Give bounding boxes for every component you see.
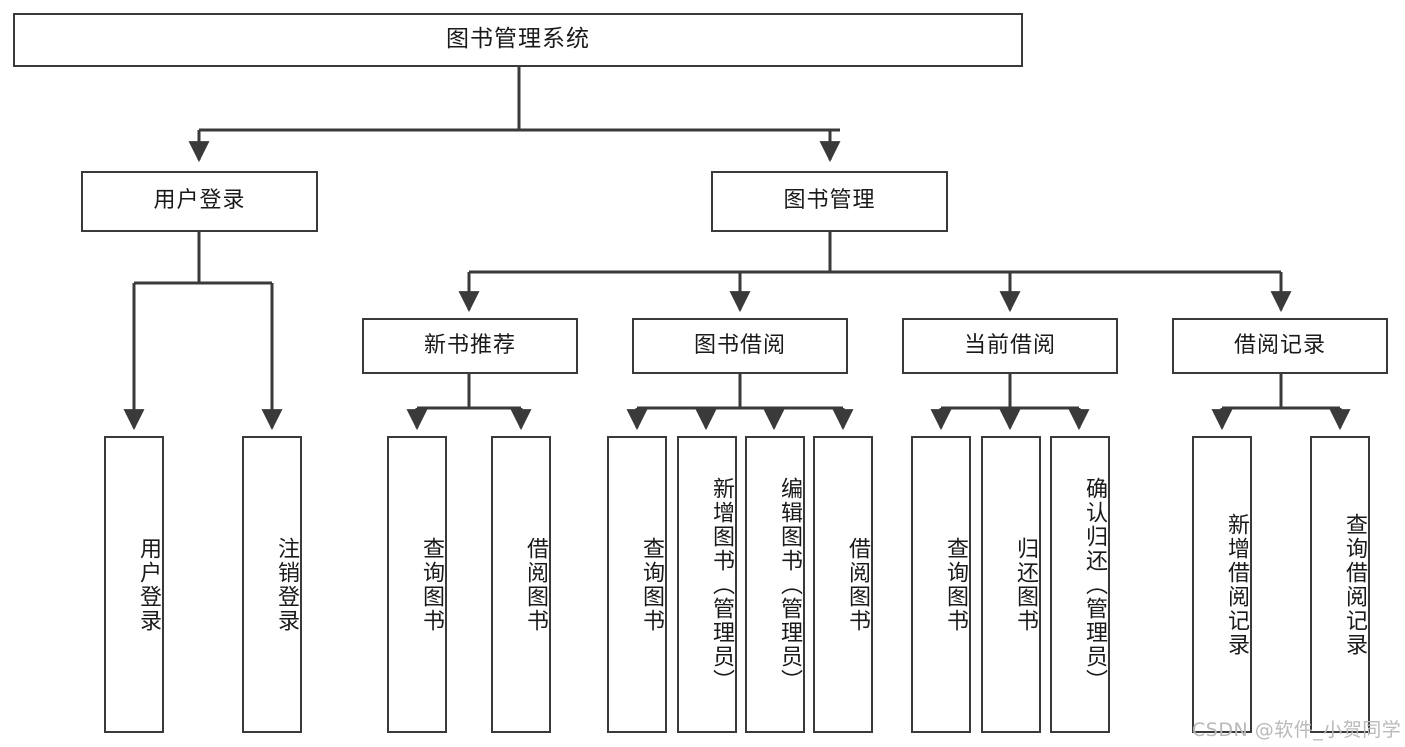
node-leaf-add-book[interactable]: 新增图书（管理员）	[677, 436, 737, 733]
node-leaf-query-record-label: 查询借阅记录	[1342, 512, 1367, 657]
node-leaf-borrow-book-1-label: 借阅图书	[523, 536, 548, 633]
node-leaf-confirm-return-label: 确认归还（管理员）	[1082, 476, 1107, 693]
node-leaf-query-book-3-label: 查询图书	[943, 536, 968, 633]
node-current-borrow-label: 当前借阅	[963, 332, 1056, 358]
node-leaf-return-book[interactable]: 归还图书	[981, 436, 1041, 733]
node-leaf-borrow-book-2[interactable]: 借阅图书	[813, 436, 873, 733]
node-book-manage[interactable]: 图书管理	[711, 171, 948, 232]
node-leaf-borrow-book-2-label: 借阅图书	[845, 536, 870, 633]
node-leaf-query-book-2[interactable]: 查询图书	[607, 436, 667, 733]
node-new-book-rec[interactable]: 新书推荐	[362, 318, 578, 374]
node-book-manage-label: 图书管理	[783, 188, 876, 214]
node-borrow-record[interactable]: 借阅记录	[1172, 318, 1388, 374]
node-leaf-user-login-label: 用户登录	[136, 536, 161, 633]
node-book-borrow-label: 图书借阅	[693, 332, 786, 358]
node-book-borrow[interactable]: 图书借阅	[632, 318, 848, 374]
node-leaf-edit-book-label: 编辑图书（管理员）	[777, 476, 802, 693]
node-leaf-borrow-book-1[interactable]: 借阅图书	[491, 436, 551, 733]
node-new-book-rec-label: 新书推荐	[423, 332, 516, 358]
node-leaf-add-record-label: 新增借阅记录	[1224, 512, 1249, 657]
node-leaf-query-book-1[interactable]: 查询图书	[387, 436, 447, 733]
node-root-label: 图书管理系统	[446, 26, 590, 53]
node-leaf-return-book-label: 归还图书	[1013, 536, 1038, 633]
csdn-watermark: CSDN @软件_小贺同学	[1192, 719, 1402, 741]
node-leaf-add-book-label: 新增图书（管理员）	[709, 476, 734, 693]
node-user-login-label: 用户登录	[153, 188, 246, 214]
node-leaf-edit-book[interactable]: 编辑图书（管理员）	[745, 436, 805, 733]
node-leaf-query-book-3[interactable]: 查询图书	[911, 436, 971, 733]
node-current-borrow[interactable]: 当前借阅	[902, 318, 1118, 374]
node-leaf-query-record[interactable]: 查询借阅记录	[1310, 436, 1370, 733]
node-user-login[interactable]: 用户登录	[81, 171, 318, 232]
node-leaf-user-login[interactable]: 用户登录	[104, 436, 164, 733]
node-leaf-query-book-2-label: 查询图书	[639, 536, 664, 633]
node-root[interactable]: 图书管理系统	[13, 13, 1023, 67]
node-leaf-confirm-return[interactable]: 确认归还（管理员）	[1050, 436, 1110, 733]
node-leaf-user-logout[interactable]: 注销登录	[242, 436, 302, 733]
node-leaf-query-book-1-label: 查询图书	[419, 536, 444, 633]
node-leaf-add-record[interactable]: 新增借阅记录	[1192, 436, 1252, 733]
node-borrow-record-label: 借阅记录	[1233, 332, 1326, 358]
node-leaf-user-logout-label: 注销登录	[274, 536, 299, 633]
